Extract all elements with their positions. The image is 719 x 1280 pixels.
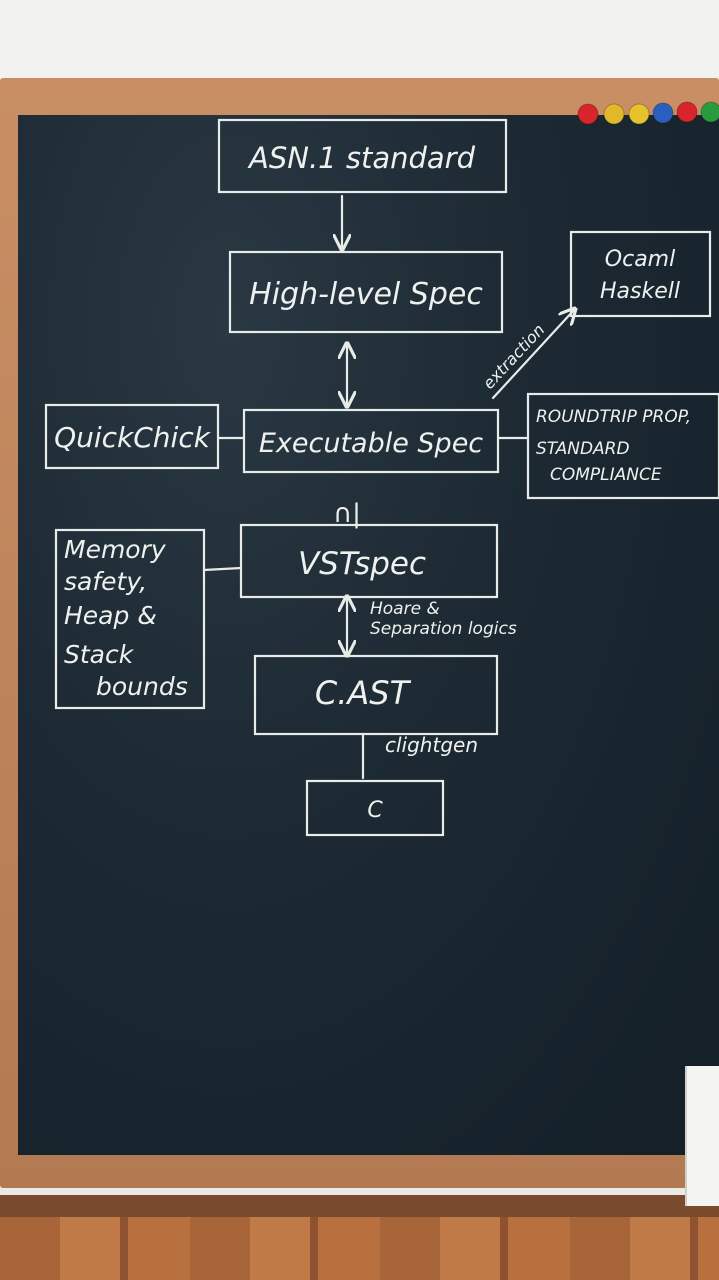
node-label-line-2: Haskell bbox=[600, 279, 680, 304]
node-asn1-standard: ASN.1 standard bbox=[217, 118, 508, 194]
magnets bbox=[577, 101, 719, 125]
magnet-blue bbox=[652, 102, 674, 124]
node-high-level-spec: High-level Spec bbox=[228, 250, 504, 334]
side-table bbox=[685, 1066, 719, 1206]
node-label-line-3: COMPLIANCE bbox=[550, 465, 662, 485]
node-label-line-1: ROUNDTRIP PROP, bbox=[536, 407, 691, 427]
node-label-line-4: Stack bbox=[64, 640, 135, 669]
node-label: VSTspec bbox=[298, 546, 426, 582]
node-c: C bbox=[305, 779, 445, 837]
node-executable-spec: Executable Spec bbox=[242, 408, 500, 474]
node-vstspec: VSTspec bbox=[239, 523, 499, 599]
node-memory-safety: Memory safety, Heap & Stack bounds bbox=[54, 528, 206, 710]
node-label: C bbox=[367, 798, 383, 823]
node-label: C.AST bbox=[315, 674, 412, 712]
edge-memory-vst bbox=[202, 566, 243, 572]
edge-label-clightgen: clightgen bbox=[385, 733, 478, 757]
magnet-red bbox=[577, 103, 599, 125]
node-label: QuickChick bbox=[54, 421, 212, 454]
node-quickchick: QuickChick bbox=[44, 403, 220, 470]
edge-label-hoare-line-2: Separation logics bbox=[370, 619, 517, 639]
node-label-line-5: bounds bbox=[96, 672, 188, 701]
node-roundtrip-props: ROUNDTRIP PROP, STANDARD COMPLIANCE bbox=[526, 392, 719, 500]
magnet-yellow bbox=[603, 103, 625, 125]
node-label-line-2: STANDARD bbox=[536, 439, 630, 459]
node-label-line-1: Memory bbox=[64, 535, 167, 564]
magnet-green bbox=[700, 101, 719, 123]
edge-label-refines: ∩| bbox=[333, 499, 361, 529]
node-label-line-1: Ocaml bbox=[605, 247, 675, 272]
node-label: Executable Spec bbox=[259, 428, 483, 459]
node-label: ASN.1 standard bbox=[247, 141, 476, 175]
blackboard bbox=[18, 115, 719, 1155]
node-label: High-level Spec bbox=[249, 277, 483, 312]
magnet-yellow-2 bbox=[628, 103, 650, 125]
node-c-ast: C.AST bbox=[253, 654, 499, 736]
node-label-line-2: safety, bbox=[64, 567, 147, 596]
edge-label-hoare-line-1: Hoare & bbox=[370, 599, 440, 619]
node-ocaml-haskell: Ocaml Haskell bbox=[569, 230, 712, 318]
floor-shadow bbox=[0, 1195, 719, 1217]
node-label-line-3: Heap & bbox=[64, 601, 157, 630]
edge-extraction bbox=[491, 310, 574, 400]
magnet-red-2 bbox=[676, 101, 698, 123]
